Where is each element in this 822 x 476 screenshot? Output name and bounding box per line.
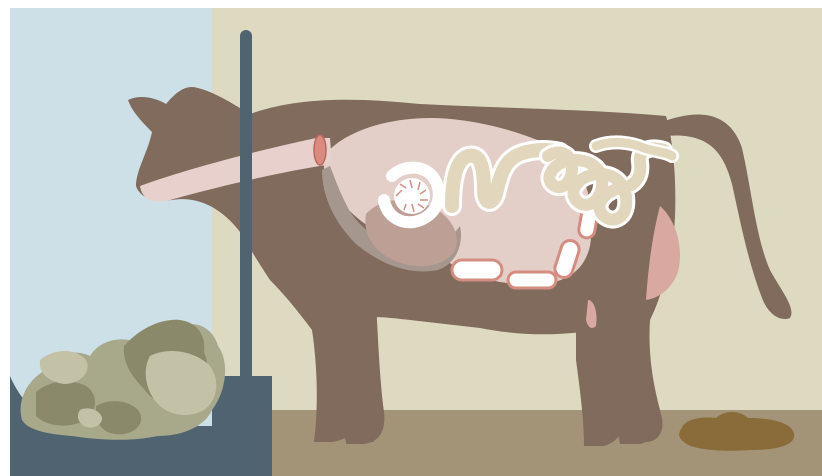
cardiac-sphincter <box>314 135 326 165</box>
feeder-post <box>240 30 252 382</box>
